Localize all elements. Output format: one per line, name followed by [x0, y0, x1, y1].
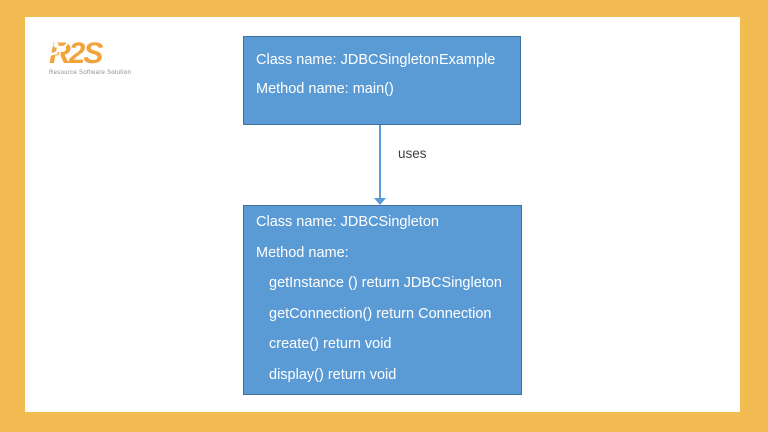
- uses-arrow-head-icon: [374, 198, 386, 205]
- person-figure-icon: [49, 42, 68, 66]
- logo-tagline: Resource Software Solution: [49, 70, 132, 76]
- method-line-getinstance: getInstance () return JDBCSingleton: [269, 275, 502, 291]
- uses-edge-label: uses: [398, 146, 427, 161]
- method-line-display: display() return void: [269, 366, 397, 383]
- class-name-line: Class name: JDBCSingletonExample: [256, 52, 496, 68]
- class-box-jdbcsingleton: Class name: JDBCSingleton Method name: g…: [243, 205, 522, 395]
- class-name-line: Class name: JDBCSingleton: [256, 214, 439, 230]
- uses-arrow-line: [379, 125, 381, 198]
- logo-wordmark: R2S: [49, 39, 139, 69]
- slide-canvas: R2S Resource Software Solution Class nam…: [25, 17, 740, 412]
- method-name-line: Method name: main(): [256, 81, 394, 97]
- method-line-getconnection: getConnection() return Connection: [269, 305, 492, 322]
- method-line-create: create() return void: [269, 336, 392, 352]
- r2s-logo: R2S Resource Software Solution: [49, 39, 139, 76]
- class-box-jdbcsingletonexample: Class name: JDBCSingletonExample Method …: [243, 36, 521, 125]
- method-name-line: Method name:: [256, 244, 349, 261]
